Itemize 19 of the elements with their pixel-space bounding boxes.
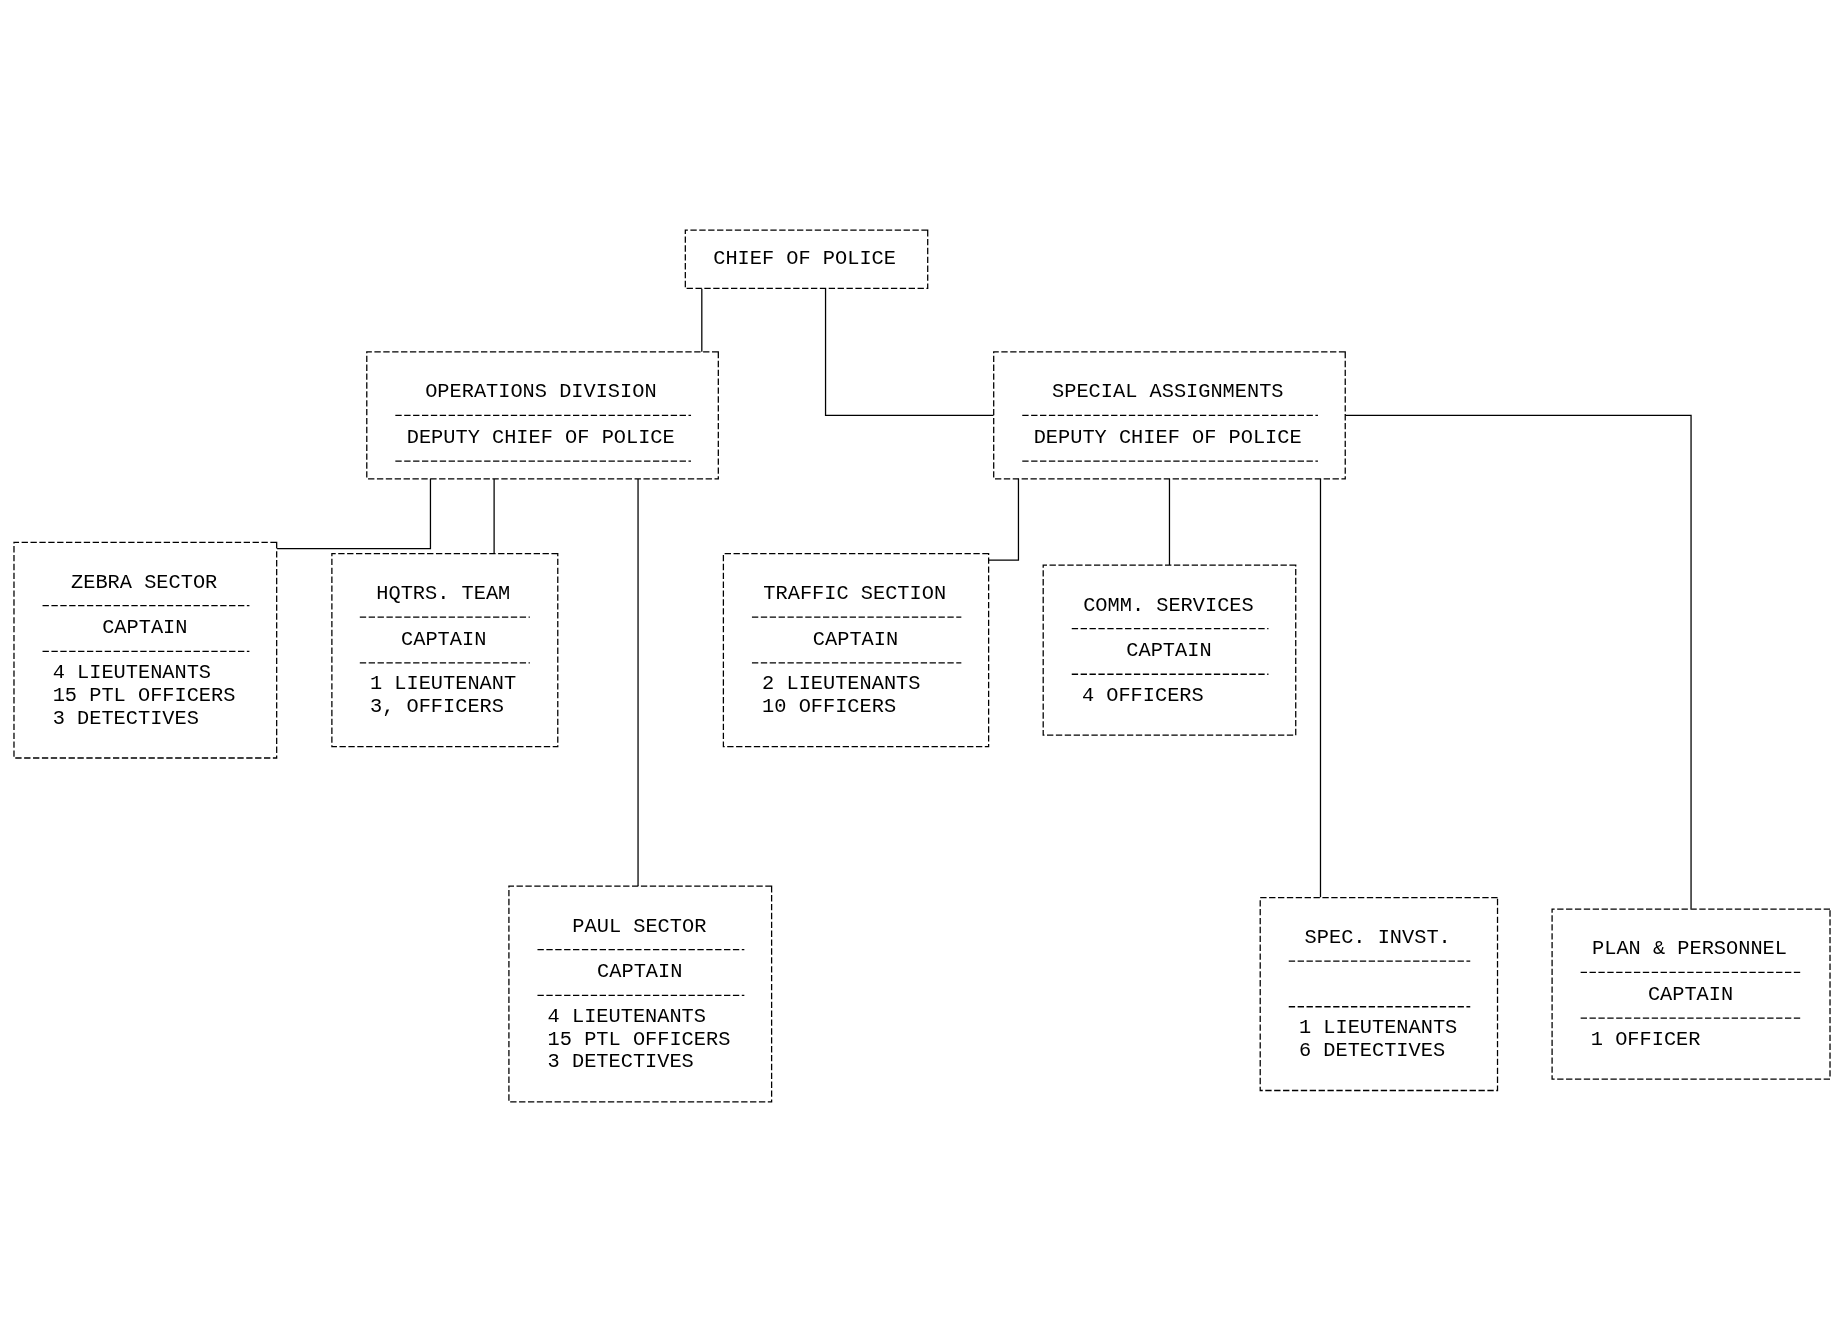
node-box: HQTRS. TEAM CAPTAIN 1 LIEUTENANT 3, OFFICERS [331, 553, 559, 748]
node-box: ZEBRA SECTOR CAPTAIN 4 LIEUTENANTS 15 PTL OFFICERS 3 DETECTIVES [13, 541, 278, 759]
node-box: PAUL SECTOR CAPTAIN 4 LIEUTENANTS 15 PTL OFFICERS 3 DETECTIVES [508, 885, 773, 1103]
node-box: COMM. SERVICES CAPTAIN 4 OFFICERS [1042, 564, 1297, 736]
node-box: SPECIAL ASSIGNMENTS DEPUTY CHIEF OF POLICE [993, 351, 1346, 480]
connector [988, 478, 1020, 561]
connector [1319, 478, 1322, 898]
connector [701, 288, 703, 353]
connector [276, 478, 432, 550]
node-box: CHIEF OF POLICE [684, 229, 929, 290]
connector [493, 478, 495, 555]
node-box: SPEC. INVST. 1 LIEUTENANTS 6 DETECTIVES [1259, 896, 1499, 1092]
node-box: OPERATIONS DIVISION DEPUTY CHIEF OF POLICE [366, 351, 719, 480]
connector [1168, 478, 1171, 566]
connector [824, 288, 995, 416]
connector [1344, 414, 1692, 910]
node-box: TRAFFIC SECTION CAPTAIN 2 LIEUTENANTS 10 OFFICERS [722, 553, 990, 748]
connector [637, 478, 639, 887]
node-box: PLAN & PERSONNEL CAPTAIN 1 OFFICER [1551, 908, 1831, 1080]
